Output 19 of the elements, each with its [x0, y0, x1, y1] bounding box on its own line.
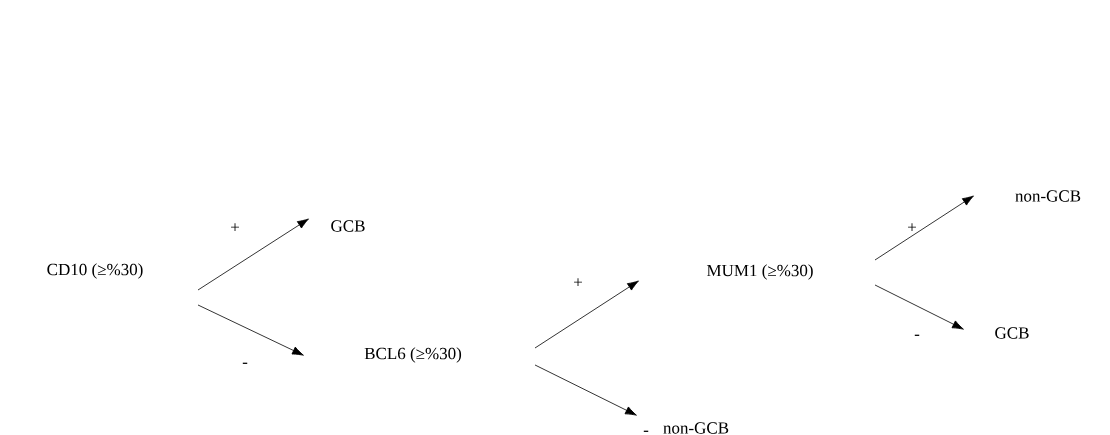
- node-label: BCL6 (≥%30): [364, 347, 462, 363]
- node-label: non-GCB: [1015, 190, 1081, 202]
- edge-label: +: [908, 223, 916, 232]
- arrow: [197, 304, 304, 356]
- node-label: GCB: [995, 327, 1029, 339]
- arrow: [874, 195, 974, 261]
- node-label: non-GCB: [663, 422, 729, 434]
- arrow: [534, 280, 639, 349]
- edge-label: +: [231, 223, 239, 232]
- edge-label: +: [574, 278, 582, 287]
- edge-label: -: [914, 334, 920, 336]
- edge-label: -: [643, 430, 649, 432]
- arrow: [197, 218, 309, 291]
- arrow: [874, 284, 964, 330]
- edge-label: -: [242, 362, 248, 364]
- node-label: CD10 (≥%30): [47, 263, 143, 279]
- node-label: GCB: [331, 220, 365, 232]
- node-label: MUM1 (≥%30): [706, 264, 813, 280]
- arrow: [534, 364, 637, 416]
